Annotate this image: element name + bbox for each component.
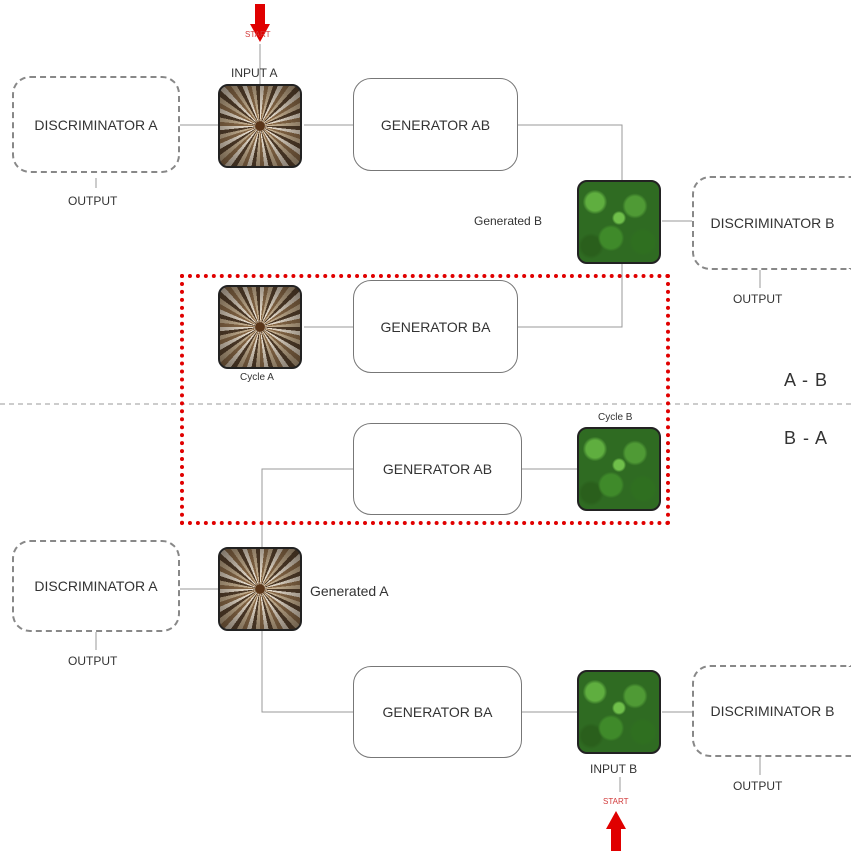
input-b-label: INPUT B bbox=[590, 762, 638, 776]
cycle-highlight-box bbox=[180, 274, 670, 525]
discriminator-a-top: DISCRIMINATOR A bbox=[12, 76, 180, 173]
generated-a-image bbox=[218, 547, 302, 631]
cycle-a-label: Cycle A bbox=[240, 372, 274, 383]
generator-ab-bottom-label: GENERATOR AB bbox=[382, 461, 493, 477]
discriminator-a-bottom-output: OUTPUT bbox=[68, 654, 118, 668]
input-a-image bbox=[218, 84, 302, 168]
start-label-b: START bbox=[603, 797, 629, 806]
discriminator-a-top-label: DISCRIMINATOR A bbox=[34, 116, 158, 133]
cycle-a-image bbox=[218, 285, 302, 369]
generator-ab-bottom: GENERATOR AB bbox=[353, 423, 522, 515]
discriminator-b-top-output: OUTPUT bbox=[733, 292, 783, 306]
discriminator-b-bottom-output: OUTPUT bbox=[733, 779, 783, 793]
discriminator-b-bottom: DISCRIMINATOR B bbox=[692, 665, 851, 757]
input-b-image bbox=[577, 670, 661, 754]
cycle-b-label: Cycle B bbox=[598, 412, 633, 423]
generated-a-label: Generated A bbox=[310, 583, 389, 599]
generator-ab-top: GENERATOR AB bbox=[353, 78, 518, 171]
section-label-a-b: A - B bbox=[784, 370, 829, 390]
generator-ba-top-label: GENERATOR BA bbox=[380, 318, 491, 335]
start-arrow-down-icon bbox=[250, 4, 270, 42]
generator-ba-bottom: GENERATOR BA bbox=[353, 666, 522, 758]
generator-ba-top: GENERATOR BA bbox=[353, 280, 518, 373]
start-label-a: START bbox=[245, 30, 271, 39]
generated-b-label: Generated B bbox=[474, 214, 543, 228]
discriminator-b-top: DISCRIMINATOR B bbox=[692, 176, 851, 270]
discriminator-a-bottom-label: DISCRIMINATOR A bbox=[34, 578, 158, 594]
generated-b-image bbox=[577, 180, 661, 264]
start-arrow-up-icon bbox=[606, 811, 626, 851]
generator-ba-bottom-label: GENERATOR BA bbox=[382, 704, 493, 720]
discriminator-b-bottom-label: DISCRIMINATOR B bbox=[710, 703, 835, 719]
cycle-b-image bbox=[577, 427, 661, 511]
discriminator-a-bottom: DISCRIMINATOR A bbox=[12, 540, 180, 632]
discriminator-a-top-output: OUTPUT bbox=[68, 194, 118, 208]
section-label-b-a: B - A bbox=[784, 428, 829, 448]
generator-ab-top-label: GENERATOR AB bbox=[380, 116, 491, 133]
input-a-label: INPUT A bbox=[231, 66, 278, 80]
discriminator-b-top-label: DISCRIMINATOR B bbox=[710, 215, 835, 231]
